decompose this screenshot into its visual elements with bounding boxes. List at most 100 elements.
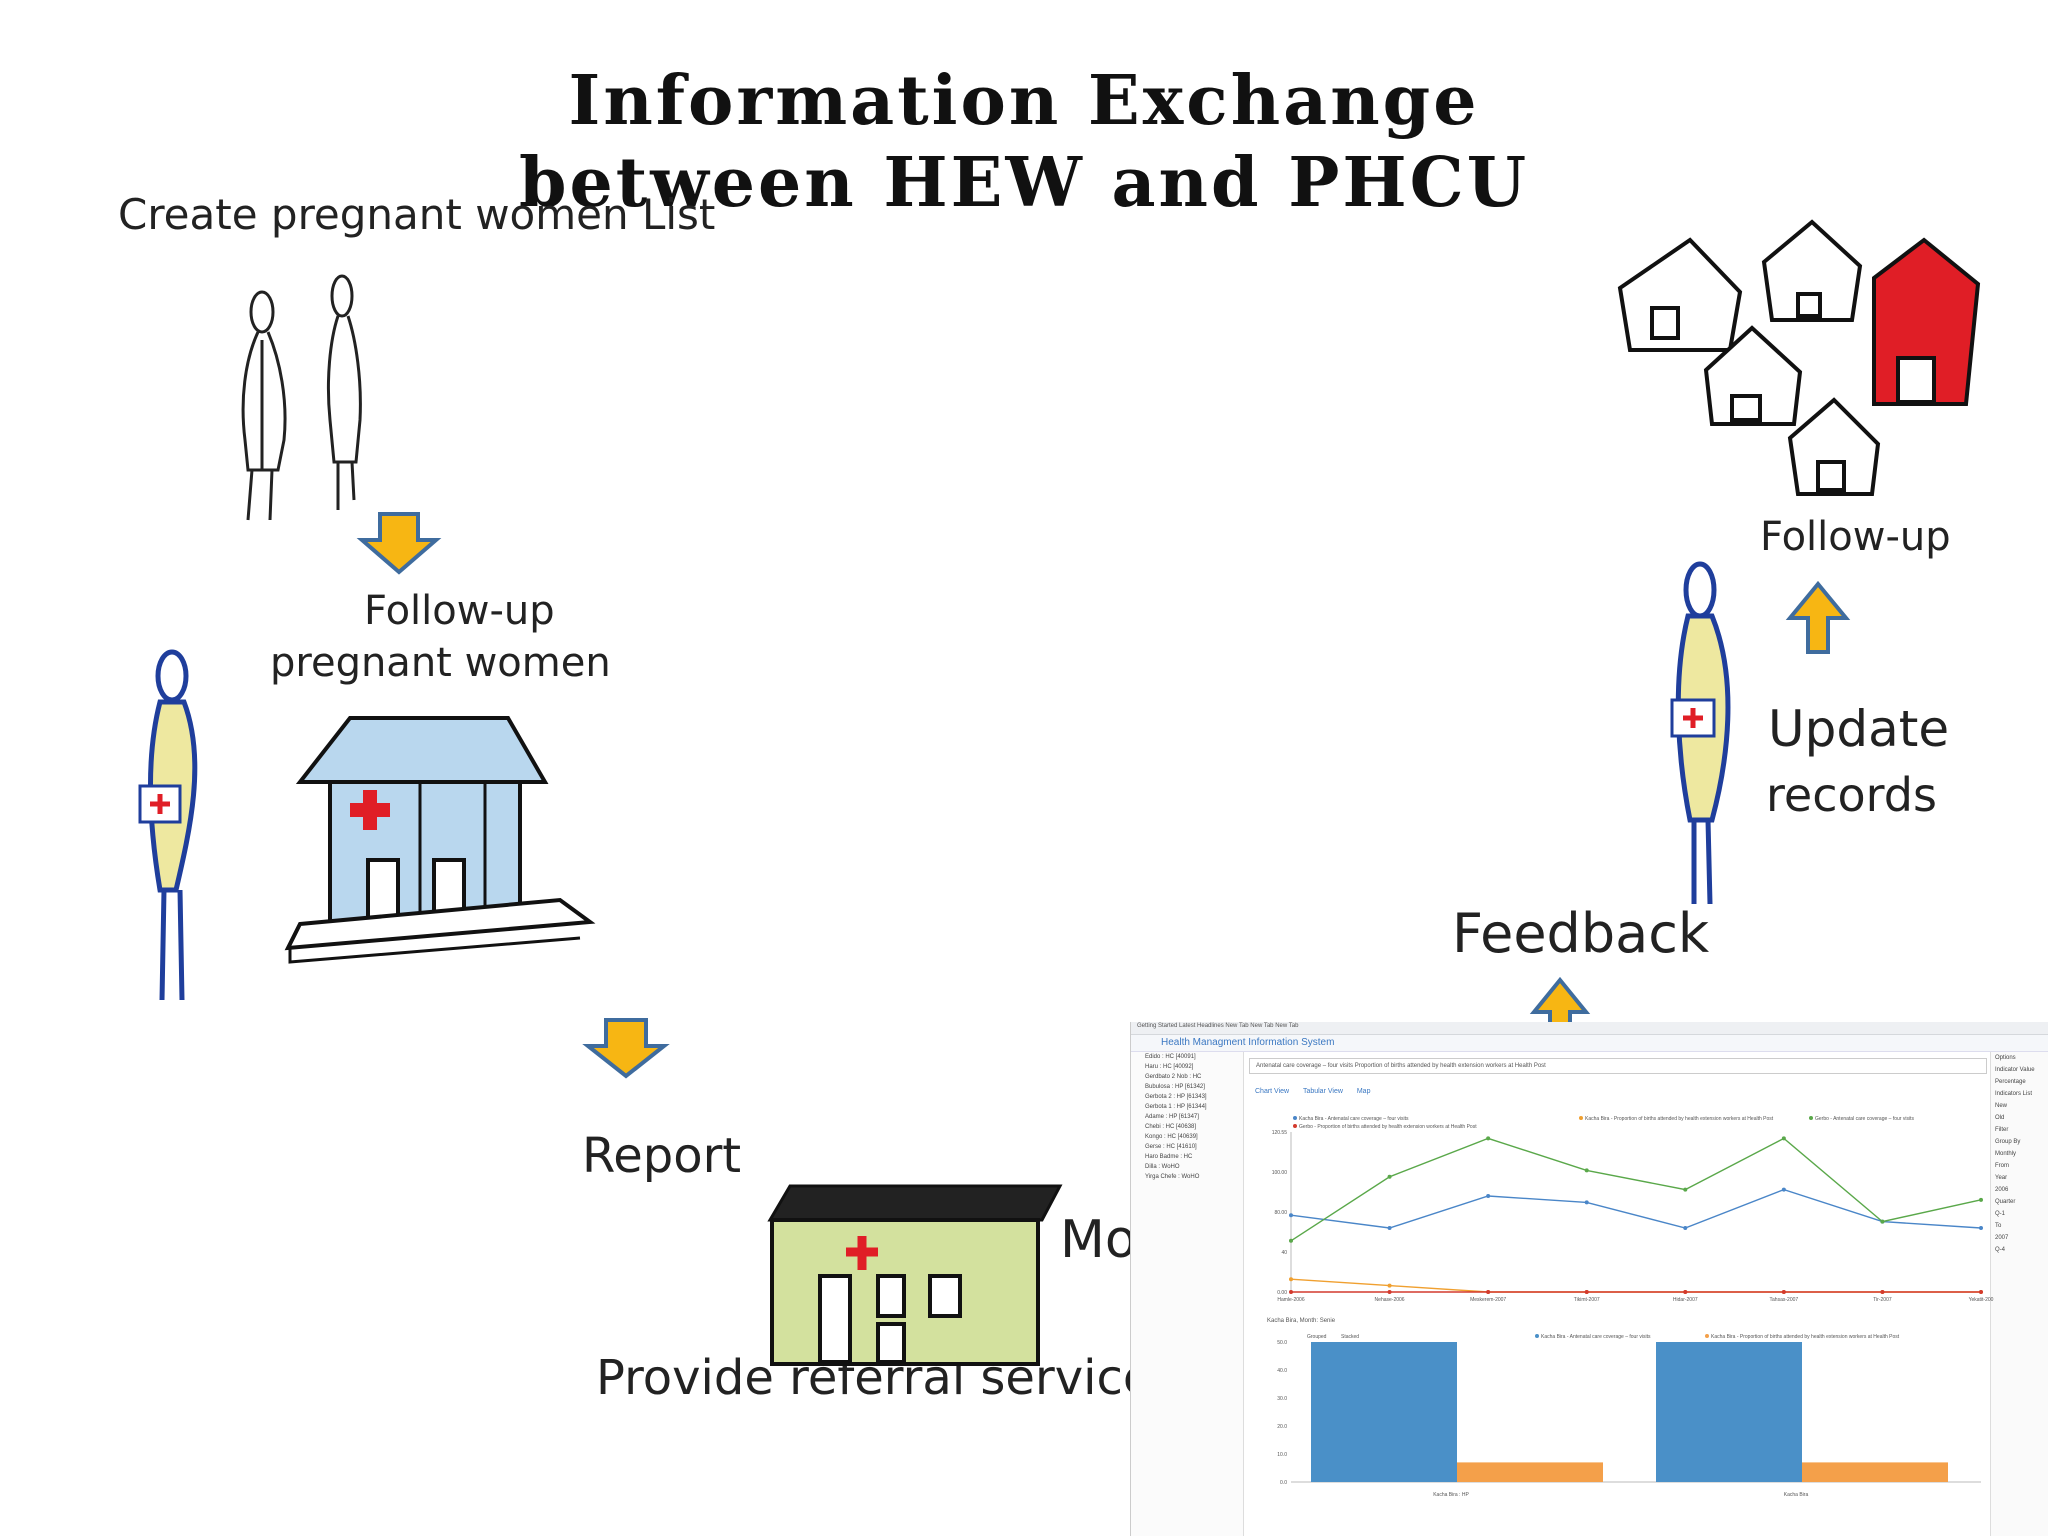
tree-item[interactable]: Kongo : HC [40639]	[1145, 1134, 1198, 1140]
label-followup: Follow-up	[1760, 514, 1951, 560]
legend-swatch	[1293, 1124, 1297, 1128]
series-line	[1290, 1278, 1981, 1293]
view-tabs: Chart View Tabular View Map	[1255, 1088, 1382, 1095]
tab-tabular-view[interactable]: Tabular View	[1302, 1088, 1343, 1095]
series-line	[1290, 1188, 1982, 1229]
stacked-label: Stacked	[1341, 1334, 1359, 1340]
org-unit-tree[interactable]: Edido : HC [40091] Haru : HC [40092] Ger…	[1131, 1052, 1244, 1536]
tree-item[interactable]: Dilla : WoHO	[1145, 1164, 1180, 1170]
grouped-label: Grouped	[1307, 1334, 1327, 1340]
opt-item[interactable]: 2006	[1995, 1187, 2009, 1193]
x-tick-label: Meskerem-2007	[1470, 1297, 1506, 1303]
indicator-selector[interactable]: Antenatal care coverage – four visits Pr…	[1249, 1058, 1987, 1074]
opt-item: Options	[1995, 1055, 2016, 1061]
bar-y-tick: 20.0	[1277, 1424, 1287, 1430]
bar-chart-caption: Kacha Bira, Month: Senie	[1267, 1318, 1336, 1324]
tree-item[interactable]: Bubulosa : HP [61342]	[1145, 1084, 1205, 1090]
legend-label: Kacha Bira - Proportion of births attend…	[1585, 1116, 1774, 1122]
opt-item[interactable]: Monthly	[1995, 1151, 2017, 1157]
house-3	[1703, 325, 1803, 426]
data-point	[1387, 1283, 1392, 1288]
data-point	[1880, 1219, 1885, 1224]
browser-bookmark-bar: Getting Started Latest Headlines New Tab…	[1131, 1022, 2048, 1035]
data-point	[1289, 1277, 1293, 1282]
opt-item: Indicators List	[1995, 1091, 2033, 1097]
page-title: Information Exchange between HEW and PHC…	[0, 60, 2048, 224]
bar-legend-label: Kacha Bira - Antenatal care coverage – f…	[1541, 1334, 1651, 1340]
bar	[1802, 1462, 1948, 1482]
tree-item[interactable]: Haro Badme : HC	[1145, 1154, 1193, 1160]
legend-label: Gerbo - Proportion of births attended by…	[1299, 1124, 1477, 1130]
label-update-1: Update	[1768, 700, 1950, 758]
legend-swatch	[1293, 1116, 1297, 1120]
label-followup-pregnant-1: Follow-up	[364, 588, 555, 634]
opt-item: From	[1995, 1163, 2009, 1169]
opt-item: Quarter	[1995, 1199, 2016, 1205]
legend-swatch	[1809, 1116, 1813, 1120]
options-panel: Options Indicator Value Percentage Indic…	[1990, 1052, 2048, 1536]
label-feedback: Feedback	[1452, 902, 1710, 965]
opt-item[interactable]: Q-4	[1995, 1247, 2006, 1253]
tree-item[interactable]: Gerdbato 2 Nob : HC	[1145, 1074, 1202, 1080]
title-line-1: Information Exchange	[568, 61, 1480, 141]
tab-chart-view[interactable]: Chart View	[1255, 1088, 1290, 1095]
data-point	[1289, 1290, 1293, 1294]
data-point	[1584, 1290, 1589, 1294]
bar-category-label: Kacha Bira : HP	[1433, 1492, 1469, 1498]
tree-item[interactable]: Adame : HP [61347]	[1145, 1114, 1199, 1120]
opt-item: To	[1995, 1223, 2002, 1229]
bar	[1457, 1462, 1603, 1482]
data-point	[1486, 1136, 1491, 1141]
opt-item[interactable]: Percentage	[1995, 1079, 2026, 1085]
y-tick-label: 120.55	[1272, 1130, 1288, 1136]
opt-item[interactable]: Old	[1995, 1115, 2005, 1121]
bar-y-tick: 0.0	[1280, 1480, 1287, 1486]
health-center-green	[767, 1184, 1063, 1366]
tree-item[interactable]: Yirga Chefe : WoHO	[1145, 1174, 1200, 1180]
opt-item: Group By	[1995, 1139, 2021, 1145]
legend-label: Kacha Bira - Antenatal care coverage – f…	[1299, 1116, 1409, 1122]
tree-item[interactable]: Gerbota 2 : HP [61343]	[1145, 1094, 1207, 1100]
app-header: Health Managment Information System	[1131, 1035, 2048, 1052]
opt-item: Year	[1995, 1175, 2008, 1181]
label-report: Report	[582, 1128, 742, 1184]
tree-item[interactable]: Gerbota 1 : HP [61344]	[1145, 1104, 1207, 1110]
legend-label: Gerbo - Antenatal care coverage – four v…	[1815, 1116, 1914, 1122]
opt-item[interactable]: Q-1	[1995, 1211, 2006, 1217]
x-tick-label: Hamle-2006	[1277, 1297, 1304, 1303]
tab-map[interactable]: Map	[1356, 1088, 1371, 1095]
title-line-2: between HEW and PHCU	[518, 143, 1530, 223]
arrow-down-2	[582, 1018, 670, 1079]
y-tick-label: 0.00	[1277, 1290, 1287, 1296]
label-create-list: Create pregnant women List	[118, 190, 716, 239]
bar	[1311, 1342, 1457, 1482]
bar	[1656, 1342, 1802, 1482]
opt-item[interactable]: New	[1995, 1103, 2008, 1109]
bar-legend-swatch	[1535, 1334, 1539, 1338]
data-point	[1387, 1174, 1392, 1179]
tree-item[interactable]: Haru : HC [40092]	[1145, 1064, 1194, 1070]
hmis-screenshot: Getting Started Latest Headlines New Tab…	[1130, 1022, 2048, 1536]
data-point	[1486, 1290, 1491, 1294]
arrow-down-1	[356, 512, 442, 575]
data-point	[1781, 1136, 1786, 1141]
house-red	[1872, 237, 1981, 406]
arrow-up-followup	[1785, 580, 1851, 654]
bar-legend-label: Kacha Bira - Proportion of births attend…	[1711, 1334, 1900, 1340]
health-post-blue	[284, 716, 596, 964]
x-tick-label: Tikimt-2007	[1574, 1297, 1600, 1303]
pregnant-women-figure-2	[326, 274, 362, 510]
bar-legend-swatch	[1705, 1334, 1709, 1338]
tree-item[interactable]: Gerse : HC [41610]	[1145, 1144, 1197, 1150]
label-followup-pregnant-2: pregnant women	[270, 640, 611, 686]
data-point	[1979, 1197, 1983, 1202]
data-point	[1683, 1187, 1688, 1192]
x-tick-label: Tir-2007	[1873, 1297, 1892, 1303]
tree-item[interactable]: Edido : HC [40091]	[1145, 1054, 1196, 1060]
data-point	[1289, 1213, 1293, 1218]
legend-swatch	[1579, 1116, 1583, 1120]
opt-item[interactable]: 2007	[1995, 1235, 2009, 1241]
data-point	[1387, 1226, 1392, 1230]
tree-item[interactable]: Chebi : HC [40638]	[1145, 1124, 1197, 1130]
